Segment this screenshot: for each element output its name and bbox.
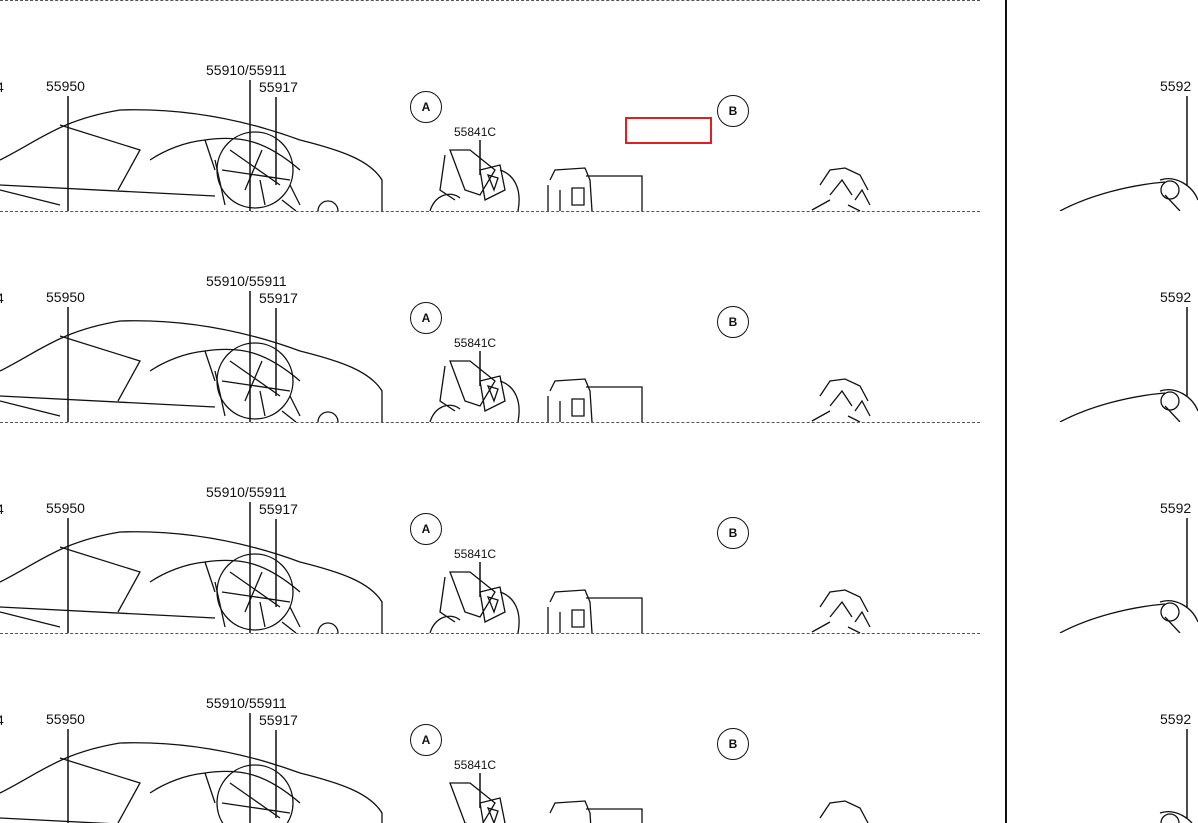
parts-drawing (0, 502, 1198, 633)
callout-a: A (410, 513, 442, 545)
diagram-tile: 4 55950 55910/55911 55917 55841C 5592 A … (0, 0, 1198, 211)
part-number-label: 55841C (454, 758, 497, 772)
callout-b: B (717, 95, 749, 127)
part-number-label: 55841C (454, 547, 497, 561)
part-number-label: 5592 (1160, 500, 1192, 516)
part-number-label: 55950 (46, 711, 85, 727)
part-number-label: 5592 (1160, 78, 1192, 94)
part-number-label: 5592 (1160, 711, 1192, 727)
part-number-label: 55841C (454, 336, 497, 350)
part-number-label: 55950 (46, 500, 85, 516)
diagram-tile: 4 55950 55910/55911 55917 55841C 5592 A … (0, 422, 1198, 633)
part-number-label: 55841C (454, 125, 497, 139)
diagram-tile: 4 55950 55910/55911 55917 55841C 5592 A … (0, 633, 1198, 823)
part-number-label: 4 (0, 291, 4, 305)
parts-drawing (0, 291, 1198, 422)
tile-separator (0, 211, 980, 212)
selection-highlight-box[interactable] (625, 117, 712, 144)
tile-separator (0, 422, 980, 423)
part-number-label: 55917 (259, 290, 298, 306)
callout-a: A (410, 302, 442, 334)
part-number-label: 4 (0, 502, 4, 516)
part-number-label: 55910/55911 (206, 62, 287, 78)
part-number-label: 55917 (259, 501, 298, 517)
page-divider (1005, 0, 1007, 823)
part-number-label: 55917 (259, 79, 298, 95)
part-number-label: 5592 (1160, 289, 1192, 305)
part-number-label: 55950 (46, 78, 85, 94)
parts-drawing (0, 713, 1193, 823)
callout-b: B (717, 517, 749, 549)
part-number-label: 4 (0, 80, 4, 94)
tile-separator (0, 633, 980, 634)
part-number-label: 55910/55911 (206, 273, 287, 289)
part-number-label: 55910/55911 (206, 695, 287, 711)
callout-a: A (410, 724, 442, 756)
parts-drawing (0, 80, 1198, 211)
part-number-label: 55910/55911 (206, 484, 287, 500)
tile-separator (0, 0, 980, 1)
callout-a: A (410, 91, 442, 123)
part-number-label: 55917 (259, 712, 298, 728)
diagram-tile: 4 55950 55910/55911 55917 55841C 5592 A … (0, 211, 1198, 422)
callout-b: B (717, 728, 749, 760)
part-number-label: 4 (0, 713, 4, 727)
callout-b: B (717, 306, 749, 338)
part-number-label: 55950 (46, 289, 85, 305)
